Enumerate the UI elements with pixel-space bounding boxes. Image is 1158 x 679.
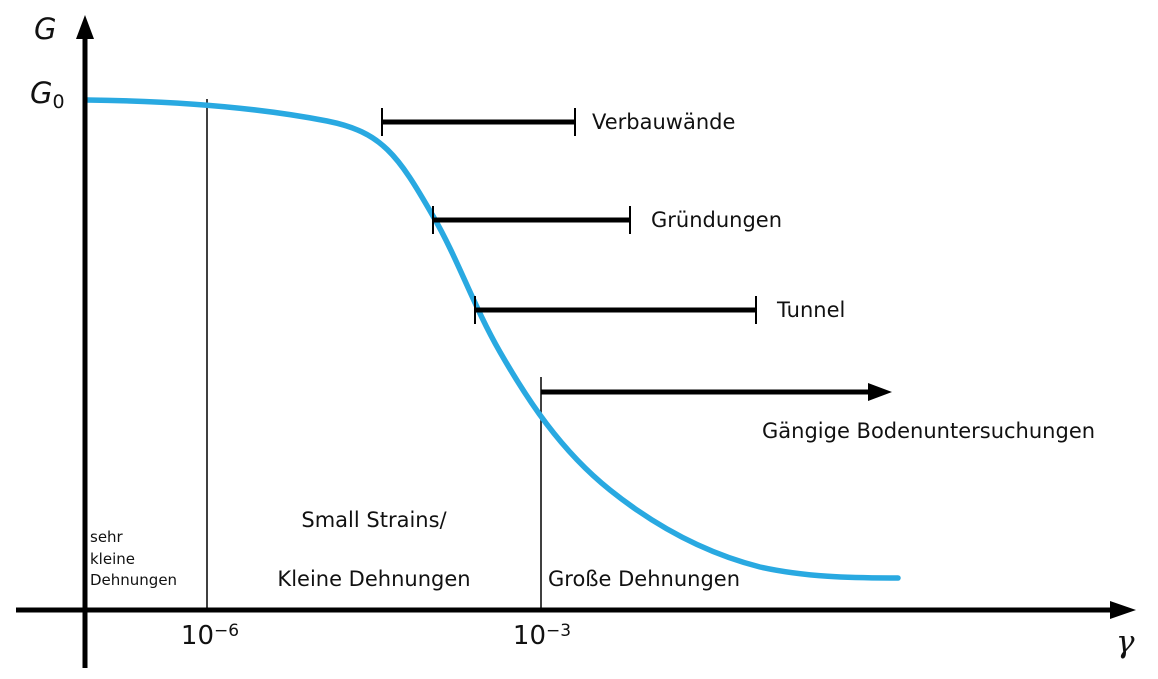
region-label-large-strains: Große Dehnungen	[548, 567, 741, 591]
range-arrow-bodenuntersuchungen	[541, 383, 892, 401]
range-arrowhead-icon	[868, 383, 892, 401]
tick-base: 10	[512, 621, 547, 651]
y-reference-subscript: 0	[52, 91, 65, 113]
region-line: kleine	[90, 549, 135, 568]
range-label-bodenuntersuchungen: Gängige Bodenuntersuchungen	[762, 419, 1096, 443]
tick-base: 10	[180, 621, 215, 651]
y-axis-label: G	[34, 12, 57, 46]
region-label-small-strains-de: Kleine Dehnungen	[277, 567, 471, 591]
y-reference-label: G0	[30, 76, 65, 113]
range-bar-verbauwaende	[381, 108, 576, 136]
region-label-small-strains-en: Small Strains/	[301, 508, 447, 532]
x-tick-1e-6: 10−6	[170, 621, 250, 651]
range-label-gruendungen: Gründungen	[651, 208, 783, 232]
x-axis-label: γ	[1116, 624, 1135, 660]
y-axis-arrowhead-icon	[76, 15, 94, 39]
y-axis	[76, 15, 94, 668]
range-bar-gruendungen	[432, 206, 631, 234]
range-label-tunnel: Tunnel	[777, 298, 846, 322]
degradation-curve	[84, 97, 901, 581]
tick-exponent: −6	[214, 621, 240, 641]
region-line: sehr	[90, 528, 123, 546]
y-reference-base: G	[30, 76, 53, 110]
range-bar-tunnel	[474, 296, 757, 324]
x-axis-arrowhead-icon	[1110, 601, 1136, 619]
range-label-verbauwaende: Verbauwände	[592, 110, 736, 134]
region-line: Dehnungen	[90, 571, 178, 589]
x-axis	[16, 601, 1136, 619]
x-tick-1e-3: 10−3	[502, 621, 582, 651]
tick-exponent: −3	[546, 621, 572, 641]
